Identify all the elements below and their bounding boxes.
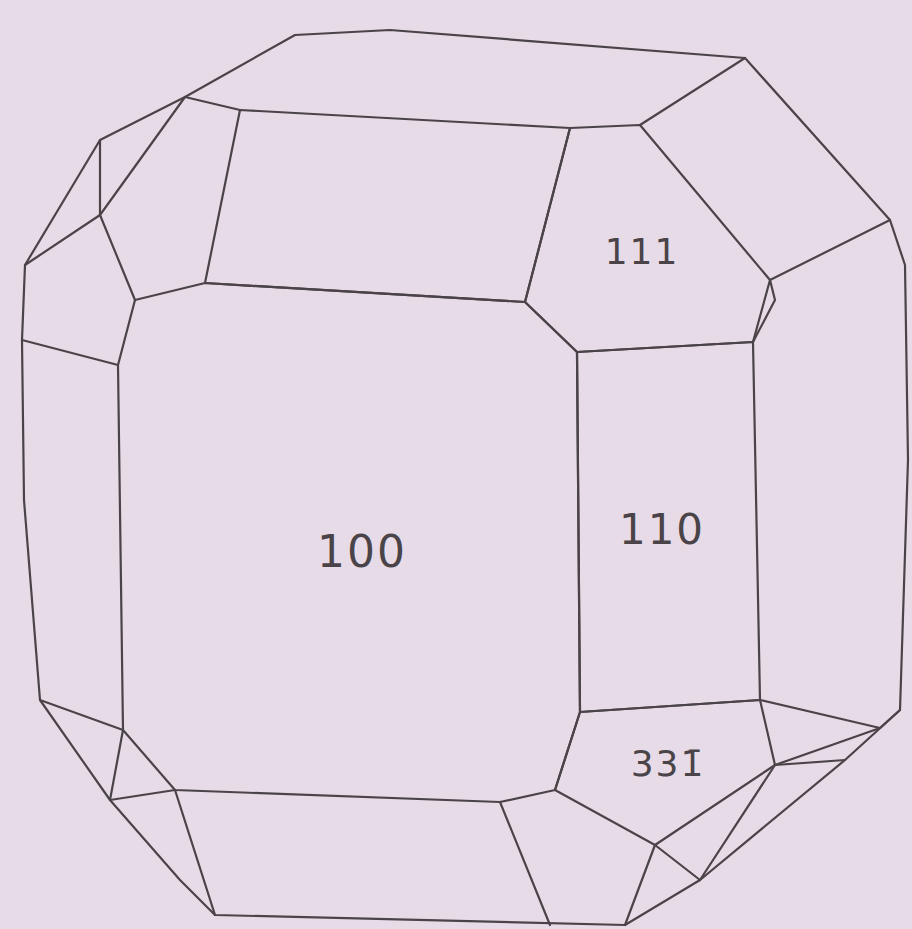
face-index: 110: [619, 507, 705, 553]
edge: [110, 790, 175, 800]
edge: [22, 340, 118, 365]
edge: [770, 220, 890, 280]
edge: [640, 58, 745, 125]
crystal-outline: [22, 30, 908, 925]
edge: [625, 845, 655, 925]
face-111: [525, 125, 770, 352]
edge: [175, 790, 215, 915]
face-index: 100: [317, 528, 407, 576]
face-100: [118, 283, 580, 802]
edge: [40, 700, 123, 730]
face-index: 331̄: [631, 744, 706, 784]
edge: [700, 765, 775, 880]
face-110: [577, 342, 760, 712]
edge: [185, 97, 240, 110]
face-010: [205, 110, 570, 302]
face-index: 111: [605, 232, 680, 272]
edge: [100, 97, 185, 215]
edge: [655, 845, 700, 880]
edge: [753, 280, 775, 342]
edge: [110, 730, 123, 800]
edge: [500, 802, 550, 925]
edge: [25, 215, 100, 265]
edge: [775, 728, 880, 765]
face-331: [555, 700, 775, 845]
edge: [100, 140, 135, 300]
edge: [760, 700, 900, 728]
